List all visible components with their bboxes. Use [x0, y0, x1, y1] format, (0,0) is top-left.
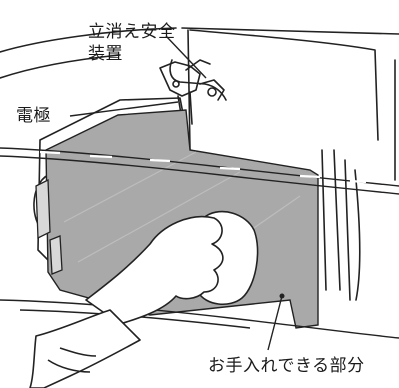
- cavity-right-wall: [187, 29, 396, 181]
- hand-wiping-illustration: [29, 210, 259, 388]
- grill-right-rail: [321, 149, 361, 301]
- label-electrode: 電極: [16, 106, 51, 126]
- panel-side-slots: [35, 178, 63, 275]
- front-glass-dashes: [39, 150, 367, 184]
- cavity-rear-outline: [0, 27, 399, 79]
- sleeve: [29, 309, 141, 388]
- label-cleanable-area: お手入れできる部分: [208, 356, 365, 376]
- leader-line-electrode: [69, 101, 179, 117]
- leader-line-cleanable: [267, 295, 283, 351]
- leader-dot-cleanable: [279, 293, 285, 299]
- leader-line-flame-device: [165, 35, 207, 79]
- label-flame-failure-device-line1: 立消え安全: [88, 22, 176, 42]
- label-flame-failure-device-line2: 装置: [88, 44, 123, 64]
- burner-assembly: [159, 59, 227, 125]
